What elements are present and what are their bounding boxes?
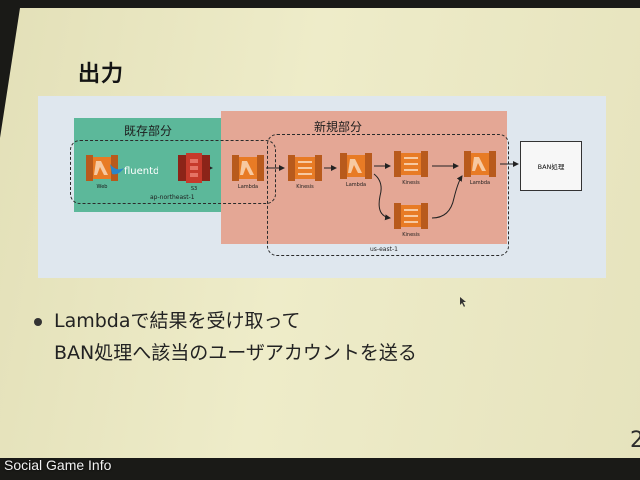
node-label-lambda-3: Lambda (469, 180, 491, 186)
zone-ap-northeast-1 (70, 140, 276, 204)
fluentd-icon: fluentd (110, 164, 158, 177)
zone-us-east-1 (267, 134, 509, 256)
s3-icon (178, 153, 210, 183)
watermark: Social Game Info (4, 457, 112, 473)
cursor-icon (460, 297, 466, 307)
lambda-icon (232, 155, 264, 181)
zone-label-us-east-1: us-east-1 (370, 246, 398, 253)
node-label-kinesis-1: Kinesis (296, 184, 314, 190)
node-label-kinesis-3: Kinesis (402, 232, 420, 238)
page-number: 2 (630, 428, 640, 453)
existing-region-label: 既存部分 (124, 124, 173, 138)
node-label-lambda-2: Lambda (345, 182, 367, 188)
slide-title: 出力 (78, 62, 125, 87)
lambda-icon (340, 153, 372, 179)
fluentd-label: fluentd (124, 166, 158, 177)
new-region-label: 新規部分 (314, 120, 363, 134)
kinesis-icon (288, 155, 322, 181)
bullet-text: Lambdaで結果を受け取って BAN処理へ該当のユーザアカウントを送る (34, 305, 417, 369)
kinesis-icon (394, 203, 428, 229)
kinesis-icon (394, 151, 428, 177)
node-label-kinesis-2: Kinesis (402, 180, 420, 186)
bullet-line-1: Lambdaで結果を受け取って (54, 310, 301, 332)
web-lambda-icon (86, 155, 118, 181)
node-label-web: Web (96, 184, 108, 190)
zone-label-ap-northeast-1: ap-northeast-1 (150, 194, 195, 201)
node-label-s3: S3 (190, 186, 198, 192)
bullet-line-2: BAN処理へ該当のユーザアカウントを送る (54, 342, 417, 364)
lambda-icon (464, 151, 496, 177)
ban-process-box: BAN処理 (520, 141, 582, 191)
node-label-lambda-1: Lambda (237, 184, 259, 190)
slide: 出力 既存部分 新規部分 ap-northeast-1 us-east-1 (0, 8, 640, 458)
bullet-dot (34, 317, 42, 326)
architecture-diagram: 既存部分 新規部分 ap-northeast-1 us-east-1 (38, 96, 606, 278)
